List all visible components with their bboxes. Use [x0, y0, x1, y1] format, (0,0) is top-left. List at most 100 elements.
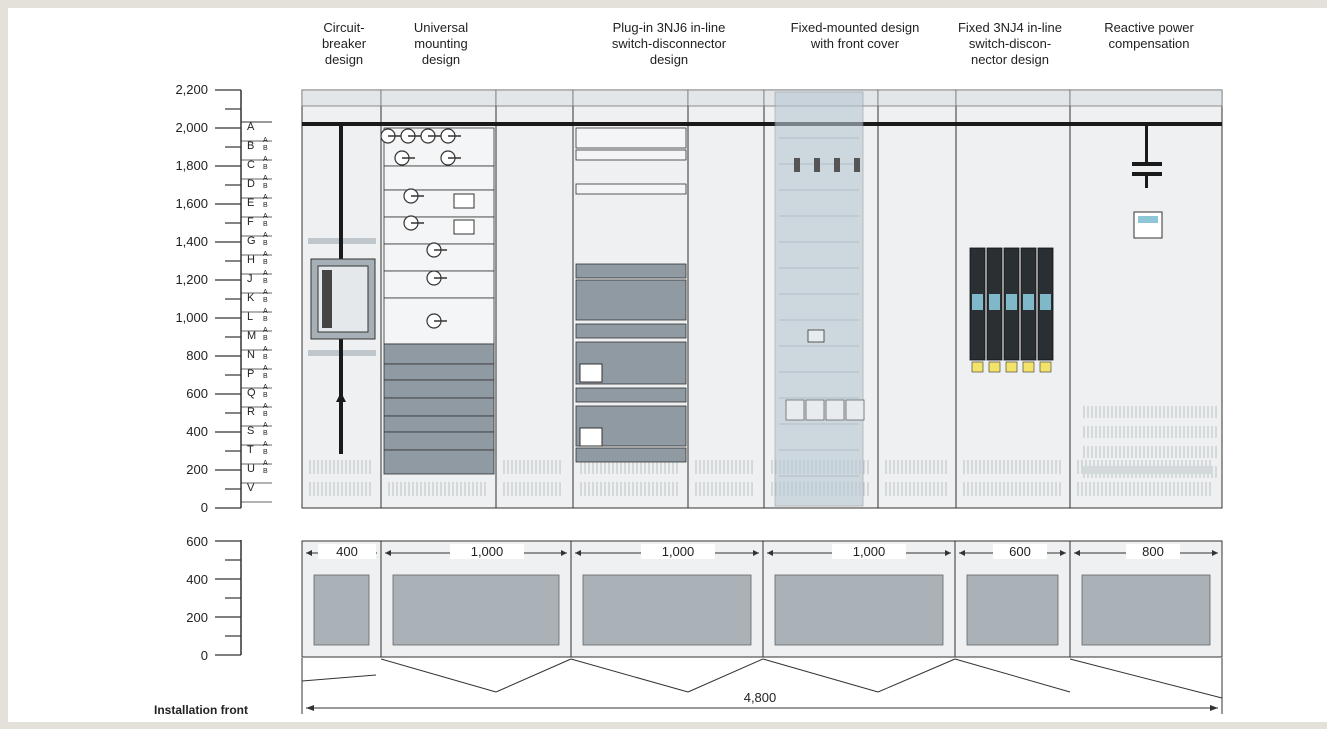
- sub-row-a: A: [263, 384, 268, 391]
- sub-row-a: A: [263, 346, 268, 353]
- door-swing-line: [687, 658, 764, 693]
- total-width-label: 4,800: [728, 690, 792, 705]
- panel-top-cap: [301, 89, 382, 107]
- sub-row-b: B: [263, 430, 268, 437]
- sub-row-b: B: [263, 316, 268, 323]
- universal-display: [453, 193, 475, 209]
- sub-row-a: A: [263, 403, 268, 410]
- door-swing-line: [762, 658, 879, 693]
- panel-top-cap: [495, 89, 574, 107]
- plug-in-strip: [575, 263, 687, 279]
- height-tick-2200: 2,200: [175, 82, 208, 97]
- sub-row-a: A: [263, 213, 268, 220]
- dimension-arrow: [385, 550, 391, 556]
- door-swing-line: [495, 658, 572, 693]
- panel-column: [877, 89, 957, 509]
- sub-row-a: A: [263, 251, 268, 258]
- panel-top-cap: [877, 89, 957, 107]
- door-swing-line: [877, 658, 956, 693]
- panel-top-cap: [955, 89, 1071, 107]
- sub-row-b: B: [263, 259, 268, 266]
- title-reactive-power: Reactive power compensation: [1104, 20, 1194, 51]
- sub-row-b: B: [263, 145, 268, 152]
- height-tick-200: 200: [186, 462, 208, 477]
- sub-row-a: A: [263, 194, 268, 201]
- dimension-arrow: [1060, 550, 1066, 556]
- row-letter-s: S: [247, 425, 255, 437]
- sub-row-b: B: [263, 468, 268, 475]
- in-line-switch-window: [1006, 294, 1017, 310]
- width-label-plug-in: 1,000: [641, 544, 715, 559]
- sub-row-b: B: [263, 221, 268, 228]
- plug-in-strip: [575, 323, 687, 339]
- depth-tick-600: 600: [186, 534, 208, 549]
- sub-row-a: A: [263, 270, 268, 277]
- panel-top-cap: [1069, 89, 1223, 107]
- universal-module: [383, 449, 495, 475]
- height-tick-0: 0: [200, 500, 208, 515]
- universal-module: [383, 379, 495, 399]
- height-tick-1000: 1,000: [175, 310, 208, 325]
- sub-row-a: A: [263, 232, 268, 239]
- width-label-fixed-mounted: 1,000: [832, 544, 906, 559]
- breaker-handle: [322, 270, 332, 328]
- sub-row-b: B: [263, 392, 268, 399]
- sub-row-b: B: [263, 354, 268, 361]
- width-label-fixed-3nj4: 600: [993, 544, 1047, 559]
- sub-row-a: A: [263, 175, 268, 182]
- plug-in-strip: [575, 387, 687, 403]
- dimension-arrow: [753, 550, 759, 556]
- depth-tick-0: 0: [200, 648, 208, 663]
- dimension-arrow: [575, 550, 581, 556]
- universal-module: [383, 415, 495, 433]
- footprint-base: [966, 574, 1059, 646]
- capacitor-plate-bottom: [1132, 172, 1162, 176]
- fuse-indicator: [1039, 361, 1052, 373]
- sub-row-b: B: [263, 373, 268, 380]
- plug-in-strip: [575, 149, 687, 161]
- plug-in-strip: [575, 279, 687, 321]
- fixed-mounted-device: [834, 158, 840, 172]
- fixed-mounted-device: [814, 158, 820, 172]
- panel-top-cap: [687, 89, 765, 107]
- fixed-mounted-breaker: [845, 399, 865, 421]
- height-tick-600: 600: [186, 386, 208, 401]
- fixed-mounted-device: [854, 158, 860, 172]
- in-line-switch-window: [1023, 294, 1034, 310]
- universal-module: [383, 431, 495, 451]
- row-letter-h: H: [247, 254, 255, 266]
- row-letter-t: T: [247, 444, 254, 456]
- dimension-arrow: [1210, 705, 1218, 711]
- fixed-mounted-meter: [807, 329, 825, 343]
- dimension-arrow: [306, 550, 312, 556]
- switchboard-drawing: [215, 89, 1223, 714]
- panel-column: [687, 89, 765, 509]
- sub-row-a: A: [263, 460, 268, 467]
- width-label-reactive: 800: [1126, 544, 1180, 559]
- door-swing-line: [380, 658, 497, 693]
- row-letter-d: D: [247, 178, 255, 190]
- height-tick-400: 400: [186, 424, 208, 439]
- sub-row-a: A: [263, 156, 268, 163]
- universal-module: [383, 189, 495, 218]
- row-letter-g: G: [247, 235, 256, 247]
- height-tick-1600: 1,600: [175, 196, 208, 211]
- fixed-mounted-breaker: [805, 399, 825, 421]
- sub-row-b: B: [263, 449, 268, 456]
- title-plug-in-3nj6: Plug-in 3NJ6 in-line switch-disconnector…: [611, 20, 727, 67]
- panel-top-cap: [380, 89, 497, 107]
- in-line-switch-window: [989, 294, 1000, 310]
- breaker-arrow: [336, 392, 346, 402]
- door-swing-line: [1069, 658, 1223, 699]
- panel-column: [495, 89, 574, 509]
- sub-row-a: A: [263, 422, 268, 429]
- height-tick-2000: 2,000: [175, 120, 208, 135]
- universal-module: [383, 165, 495, 191]
- front-cover-glass: [774, 91, 864, 507]
- row-letter-q: Q: [247, 387, 256, 399]
- title-fixed-3nj4: Fixed 3NJ4 in-line switch-discon- nector…: [957, 20, 1063, 67]
- door-swing-line: [301, 674, 377, 682]
- sub-row-a: A: [263, 441, 268, 448]
- title-universal-mounting: Universal mounting design: [413, 20, 469, 67]
- fuse-indicator: [1005, 361, 1018, 373]
